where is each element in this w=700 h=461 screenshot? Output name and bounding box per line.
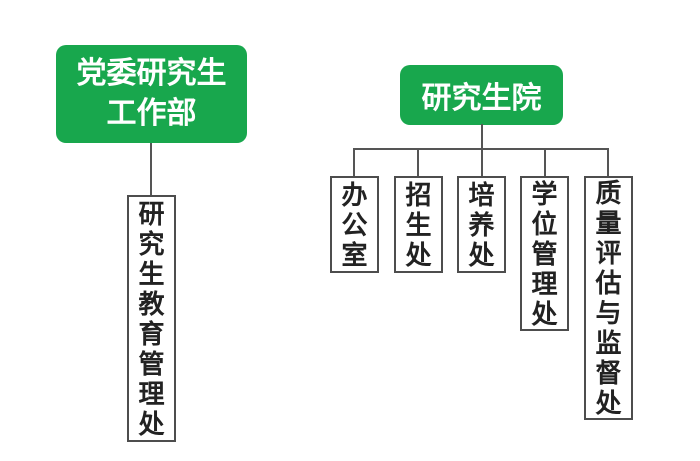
connector-left-stem [150, 143, 152, 195]
node-admissions-office: 招生处 [394, 176, 443, 273]
node-label: 招生处 [405, 179, 432, 270]
connector-drop-degree-mgmt [544, 148, 546, 177]
node-label: 办公室 [341, 179, 368, 270]
node-label: 学位管理处 [531, 178, 558, 329]
connector-drop-admissions [417, 148, 419, 177]
node-label: 质量评估与监督处 [595, 178, 622, 418]
node-office: 办公室 [330, 176, 379, 273]
connector-drop-office [353, 148, 355, 177]
node-degree-mgmt-office: 学位管理处 [520, 176, 569, 331]
node-label: 研究生教育管理处 [138, 198, 165, 439]
node-grad-education-mgmt-office: 研究生教育管理处 [127, 195, 176, 442]
connector-drop-training [481, 148, 483, 177]
node-graduate-school: 研究生院 [400, 65, 563, 125]
node-training-office: 培养处 [457, 176, 506, 273]
node-label-line1: 党委研究生 [76, 57, 227, 90]
node-party-committee-grad-work-dept: 党委研究生 工作部 [56, 45, 247, 143]
node-label-line2: 工作部 [106, 97, 197, 130]
connector-right-stem [481, 124, 483, 150]
node-label: 研究生院 [421, 82, 542, 115]
node-quality-assessment-supervision-office: 质量评估与监督处 [584, 176, 633, 420]
node-label: 培养处 [468, 179, 495, 270]
connector-drop-quality [607, 148, 609, 177]
